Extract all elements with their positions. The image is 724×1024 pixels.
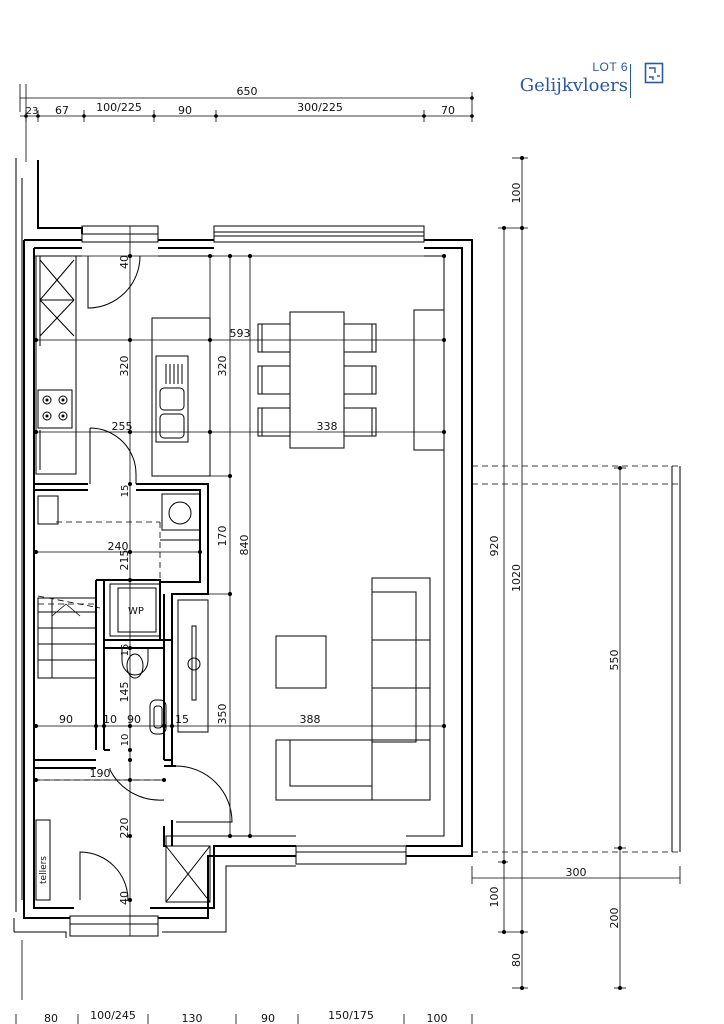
coffee-table [275, 635, 327, 689]
heat-pump [109, 583, 161, 637]
dim-top-1: 23 [26, 106, 39, 117]
dim-bottom-4: 90 [261, 1012, 275, 1024]
dim-living-height: 840 [238, 535, 251, 556]
meter-label: tellers [39, 856, 49, 884]
dim-terrace-width: 300 [566, 866, 587, 879]
dimension-labels: 650 23 67 100/225 90 300/225 70 80 100/2… [26, 85, 621, 1024]
header-divider [630, 64, 631, 98]
cabinet [165, 845, 211, 903]
dim-kitchen-h-left: 320 [118, 356, 131, 377]
dim-wc-width: 90 [127, 713, 141, 726]
dim-right-total: 1020 [510, 564, 523, 592]
dim-top-6: 70 [441, 104, 455, 117]
stairs [37, 595, 101, 679]
sofa-lower [275, 739, 431, 801]
plan-header: LOT 6 Gelijkvloers [520, 60, 628, 96]
dim-kitchen-door: 40 [118, 255, 131, 269]
dim-top-3: 100/225 [96, 101, 142, 114]
dim-top-4: 90 [178, 104, 192, 117]
dim-kitchen-width: 255 [112, 420, 133, 433]
dim-top-5: 300/225 [297, 101, 343, 114]
utility: WP [37, 493, 201, 637]
dim-wall-a: 10 [103, 713, 117, 726]
kitchen-island [151, 317, 211, 477]
dim-front-door: 40 [118, 891, 131, 905]
dim-utility-depth: 215 [118, 550, 131, 571]
dim-entrance-width: 190 [90, 767, 111, 780]
sofa [371, 577, 431, 801]
dim-lounge-width: 388 [300, 713, 321, 726]
dim-bottom-1: 80 [44, 1012, 58, 1024]
wc [121, 599, 209, 735]
dim-right-3: 100 [488, 887, 501, 908]
dining [257, 309, 445, 451]
heat-pump-label: WP [128, 606, 144, 617]
toilet [121, 647, 149, 676]
lot-label: LOT 6 [592, 60, 628, 74]
dim-wc-height: 145 [118, 682, 131, 703]
dim-kitchen-h-right: 320 [216, 356, 229, 377]
washbasin [37, 495, 59, 525]
floor-title: Gelijkvloers [519, 75, 628, 96]
dim-terrace-lower: 200 [608, 908, 621, 929]
meter-cabinet [35, 819, 51, 901]
dim-wc-gap: 15 [120, 644, 131, 657]
dim-dining-width: 338 [317, 420, 338, 433]
cooktop [37, 389, 73, 429]
dim-terrace-depth: 550 [608, 650, 621, 671]
hand-basin [149, 699, 167, 735]
dim-bottom-3: 130 [182, 1012, 203, 1024]
dim-lounge-height: 350 [216, 704, 229, 725]
washer [161, 493, 201, 531]
dim-wall-b: 15 [175, 713, 189, 726]
sideboard [413, 309, 445, 451]
dim-hall-width: 90 [59, 713, 73, 726]
dim-living-width: 593 [230, 327, 251, 340]
interior-walls [34, 483, 209, 847]
dim-bottom-6: 100 [427, 1012, 448, 1024]
dim-right-2: 920 [488, 536, 501, 557]
entrance: tellers [34, 765, 233, 903]
dim-entrance-height: 220 [118, 818, 131, 839]
sink [155, 355, 189, 443]
dim-top-2: 67 [55, 104, 69, 117]
living [275, 577, 431, 801]
dim-hall-gap: 15 [120, 485, 131, 498]
dim-wall-c: 10 [120, 734, 131, 747]
dim-utility-height: 170 [216, 526, 229, 547]
dim-bottom-5: 150/175 [328, 1009, 374, 1022]
terrace [472, 465, 681, 853]
dimension-lines [15, 84, 681, 1024]
dim-right-1: 100 [510, 183, 523, 204]
dim-bottom-2: 100/245 [90, 1009, 136, 1022]
dim-utility-width: 240 [108, 540, 129, 553]
dim-right-4: 80 [510, 953, 523, 967]
floorplan-icon [644, 62, 664, 84]
windows [69, 225, 425, 937]
dim-top-total: 650 [237, 85, 258, 98]
